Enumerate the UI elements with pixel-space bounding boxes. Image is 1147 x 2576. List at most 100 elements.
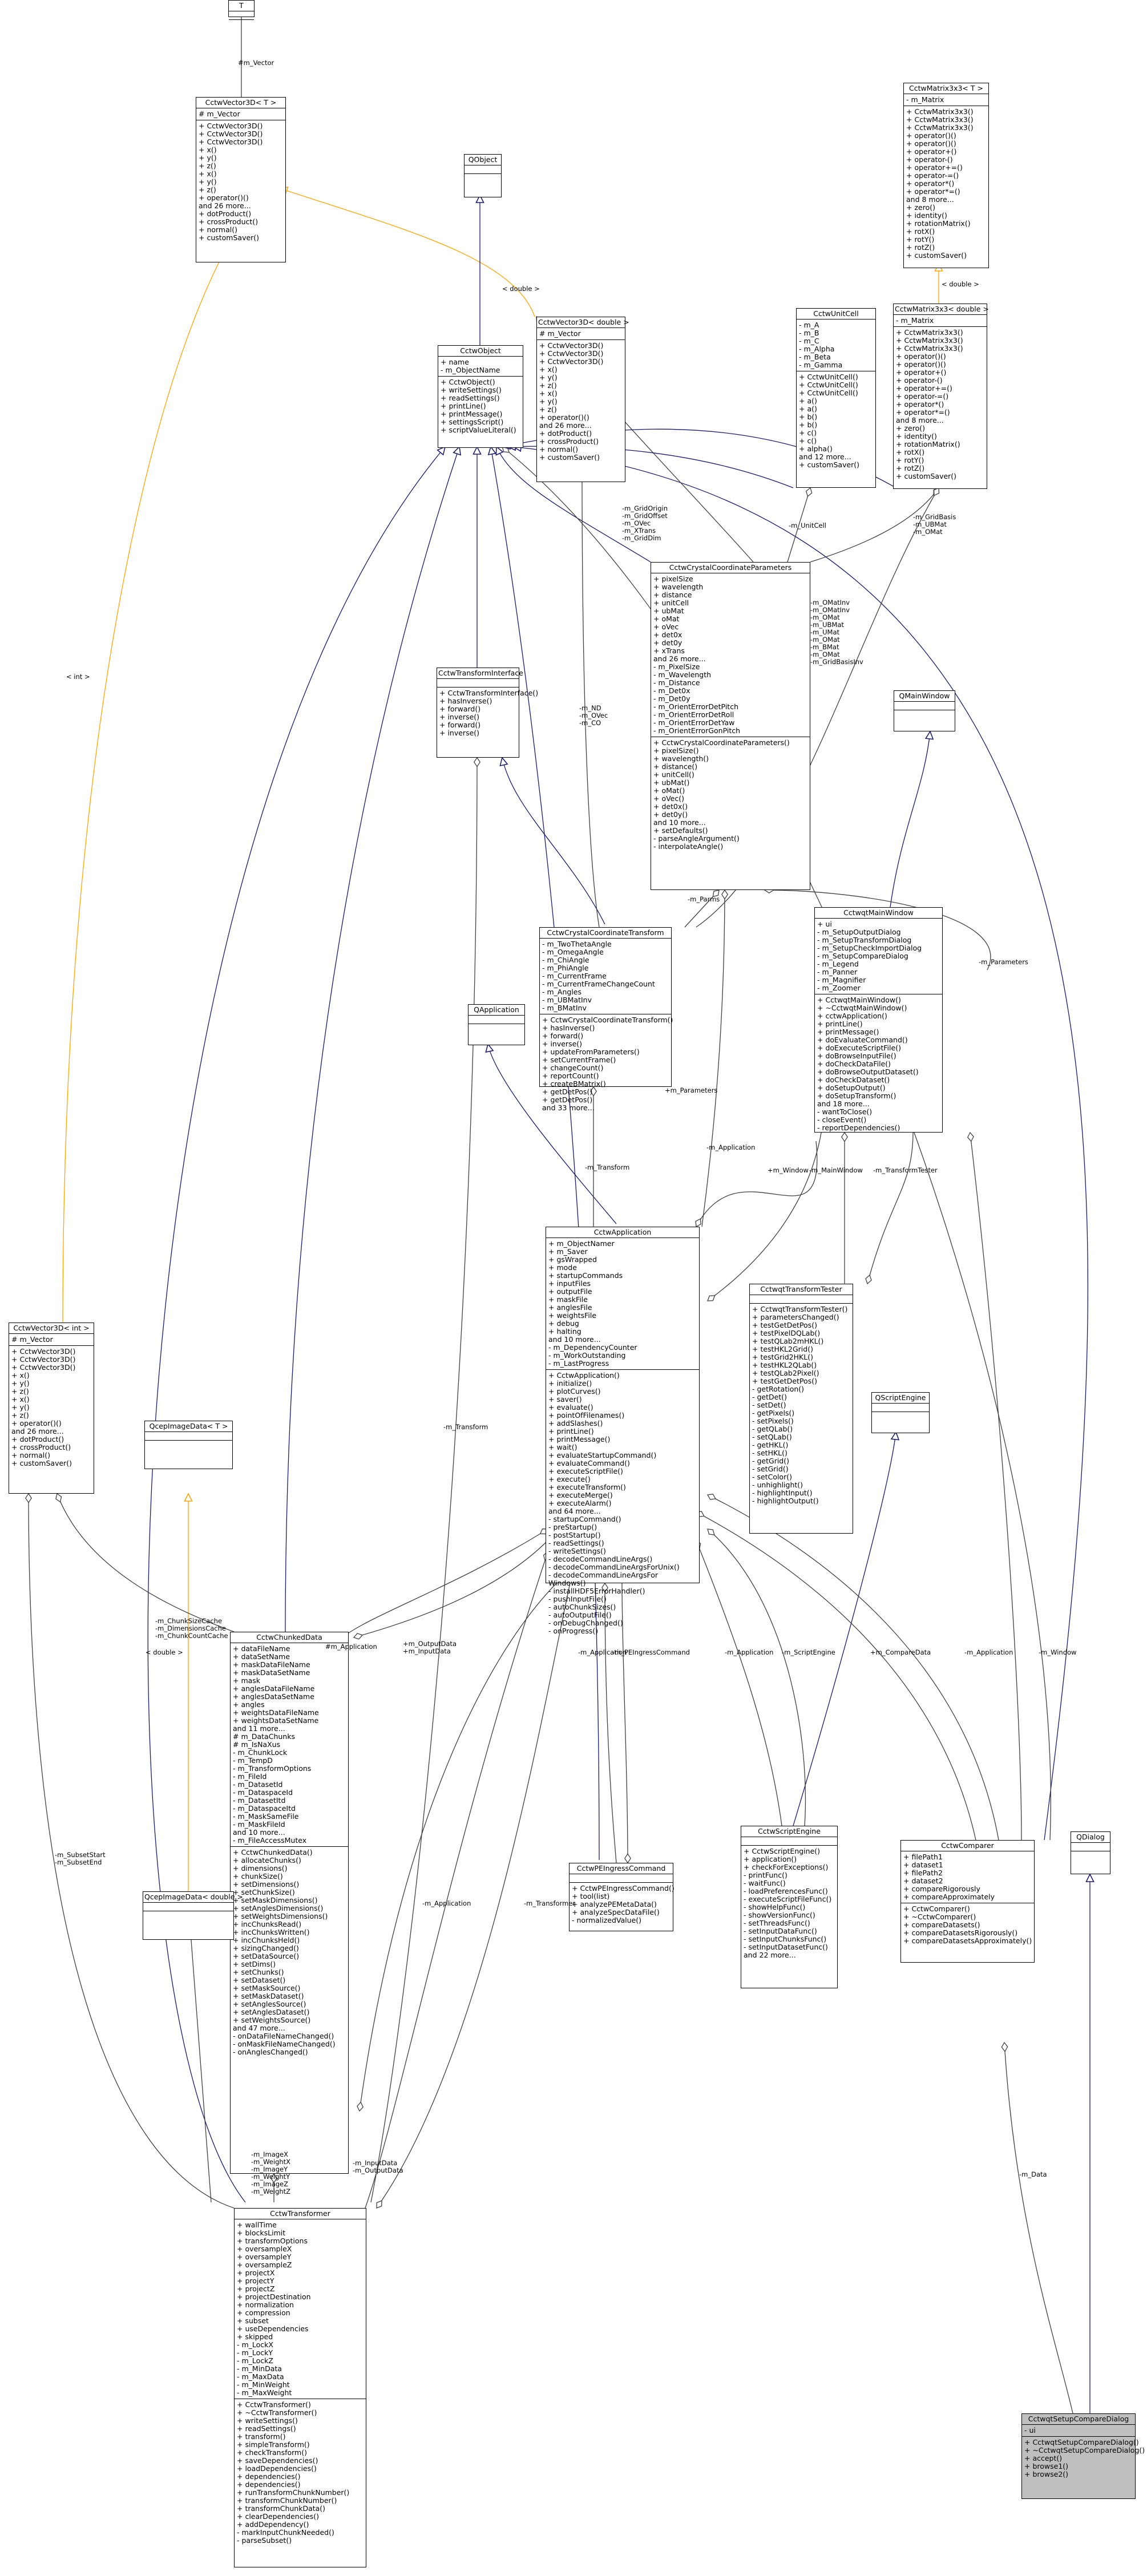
attribute: - m_C — [799, 337, 819, 345]
class-cctwqtmainwindow[interactable]: CctwqtMainWindow+ ui- m_SetupOutputDialo… — [814, 907, 943, 1133]
attribute: - m_LockZ — [237, 2356, 273, 2365]
class-attributes: # m_Vector — [196, 108, 285, 120]
method: + pointOfFilenames() — [548, 1411, 625, 1420]
class-name: QApplication — [474, 1005, 519, 1014]
attribute: - m_Alpha — [799, 345, 835, 353]
edge-chunked-to-cctwobject — [285, 447, 459, 1632]
method: + CctwVector3D() — [11, 1355, 76, 1364]
class-attributes: # m_Vector — [537, 327, 625, 339]
class-cctwvector3d-int[interactable]: CctwVector3D< int ># m_Vector+ CctwVecto… — [9, 1323, 94, 1494]
class-cctwscriptengine[interactable]: CctwScriptEngine+ CctwScriptEngine()+ ap… — [741, 1826, 838, 1988]
method: + customSaver() — [799, 460, 860, 469]
attribute: + compareRigorously — [903, 1885, 980, 1893]
method: + y() — [539, 373, 558, 382]
edge-label: +m_OutputData +m_InputData — [403, 1640, 457, 1655]
edge-comparer-to-dialog — [1001, 2041, 1073, 2414]
attribute: # m_Vector — [11, 1335, 53, 1344]
method: + CctwCrystalCoordinateTransform() — [542, 1016, 673, 1024]
class-qdialog[interactable]: QDialog — [1071, 1831, 1110, 1874]
method: - loadPreferencesFunc() — [744, 1887, 828, 1895]
class-cctwmatrix3x3-double[interactable]: CctwMatrix3x3< double >- m_Matrix+ CctwM… — [893, 304, 989, 489]
class-cctwvector3d-double[interactable]: CctwVector3D< double ># m_Vector+ CctwVe… — [536, 317, 629, 482]
class-qmainwindow[interactable]: QMainWindow — [894, 690, 955, 731]
method: + y() — [11, 1379, 30, 1388]
class-cctwvector3d-T[interactable]: CctwVector3D< T ># m_Vector+ CctwVector3… — [196, 97, 286, 262]
class-cctwpeingresscommand[interactable]: CctwPEIngressCommand+ CctwPEIngressComma… — [569, 1863, 675, 1931]
attribute: + weightsDataFileName — [233, 1708, 319, 1717]
class-name: CctwTransformInterface — [438, 669, 523, 677]
class-name: CctwCrystalCoordinateParameters — [669, 563, 792, 572]
method: + b() — [799, 420, 818, 429]
method: - wantToClose() — [817, 1107, 873, 1116]
method: + unitCell() — [653, 770, 694, 779]
attribute: - m_MaskSameFile — [233, 1812, 299, 1821]
class-cctwcrystalcoordinatetransform[interactable]: CctwCrystalCoordinateTransform- m_TwoThe… — [539, 927, 673, 1112]
attribute: - m_OmegaAngle — [542, 948, 604, 956]
edge-label: -m_Data — [1019, 2170, 1047, 2178]
method: + operator()() — [896, 360, 946, 369]
class-methods: + CctwTransformer()+ ~CctwTransformer()+… — [235, 2399, 366, 2546]
edge-label: -m_Application — [578, 1648, 627, 1656]
class-methods: + CctwMatrix3x3()+ CctwMatrix3x3()+ Cctw… — [904, 106, 988, 261]
method: + oMat() — [653, 786, 685, 795]
method: + testHKL2QLab() — [752, 1361, 817, 1369]
attribute: - m_ChiAngle — [542, 956, 589, 964]
class-qapplication[interactable]: QApplication — [468, 1004, 525, 1045]
attribute: - m_SetupTransformDialog — [817, 936, 912, 944]
class-attributes: + dataFileName+ dataSetName+ maskDataFil… — [231, 1643, 348, 1846]
method: + accept() — [1024, 2454, 1063, 2462]
class-name: QScriptEngine — [875, 1393, 926, 1402]
class-cctwchunkeddata[interactable]: CctwChunkedData+ dataFileName+ dataSetNa… — [230, 1632, 349, 2174]
class-attributes — [570, 1874, 673, 1882]
method: and 8 more... — [906, 195, 954, 204]
class-methods: + CctwVector3D()+ CctwVector3D()+ CctwVe… — [537, 339, 625, 463]
class-cctwqttransformtester[interactable]: CctwqtTransformTester+ CctwqtTransformTe… — [749, 1284, 853, 1534]
method: + alpha() — [799, 444, 833, 453]
method: + allocateChunks() — [233, 1856, 301, 1865]
attribute: - m_DataspaceId — [233, 1788, 293, 1797]
class-methods: + CctwUnitCell()+ CctwUnitCell()+ CctwUn… — [797, 371, 875, 471]
class-cctwcomparer[interactable]: CctwComparer+ filePath1+ dataset1+ fileP… — [900, 1840, 1035, 1963]
method: + customSaver() — [199, 233, 260, 242]
edge-application-to-qapplication — [488, 1044, 617, 1224]
attribute: + pixelSize — [653, 575, 693, 583]
method: + tool(list) — [572, 1892, 610, 1900]
method: and 8 more... — [896, 416, 944, 424]
edge-chunked-to-application — [353, 1540, 548, 1640]
class-cctwapplication[interactable]: CctwApplication+ m_ObjectNamer+ m_Saver+… — [546, 1227, 700, 1635]
class-cctwqtsetupcomparedialog[interactable]: CctwqtSetupCompareDialog- ui+ CctwqtSetu… — [1021, 2413, 1145, 2499]
class-cctwtransformer[interactable]: CctwTransformer+ wallTime+ blocksLimit+ … — [234, 2208, 366, 2567]
edge-comparer-to-cctwobject — [514, 447, 1088, 1841]
method: + transform() — [237, 2432, 286, 2441]
class-attributes: + wallTime+ blocksLimit+ transformOption… — [235, 2219, 366, 2399]
class-cctwobject[interactable]: CctwObject+ name- m_ObjectName+ CctwObje… — [438, 345, 523, 448]
attribute: + maskDataSetName — [233, 1668, 310, 1677]
attribute: - m_ObjectName — [441, 366, 500, 374]
method: + customSaver() — [906, 251, 967, 260]
method: + CctwMatrix3x3() — [906, 115, 974, 124]
attribute: - m_Angles — [542, 988, 581, 996]
class-qscriptengine[interactable]: QScriptEngine — [871, 1392, 930, 1433]
method: + operator+() — [906, 147, 957, 156]
class-qobject[interactable]: QObject — [464, 154, 502, 197]
attribute: + dataset1 — [903, 1861, 943, 1869]
method: + inverse() — [542, 1040, 583, 1048]
edge-label: #m_Vector — [238, 59, 274, 67]
class-cctwcrystalcoordinateparameters[interactable]: CctwCrystalCoordinateParameters + pixelSi… — [651, 562, 810, 890]
method: and 33 more... — [542, 1103, 595, 1112]
class-name: CctwqtMainWindow — [843, 908, 914, 917]
method: + readSettings() — [441, 394, 500, 402]
method: + clearDependencies() — [237, 2512, 319, 2521]
attribute: - m_MinWeight — [237, 2380, 290, 2389]
method: + setDataset() — [233, 1976, 286, 1984]
class-qcepimagedata-T[interactable]: QcepImageData< T > — [144, 1421, 233, 1469]
method: + simpleTransform() — [237, 2440, 310, 2449]
method: and 26 more... — [199, 201, 251, 210]
class-cctwmatrix3x3-T[interactable]: CctwMatrix3x3< T >- m_Matrix+ CctwMatrix… — [903, 83, 989, 268]
class-cctwtransforminterface[interactable]: CctwTransformInterface+ CctwTransformInt… — [437, 668, 538, 758]
class-name: QcepImageData< T > — [149, 1422, 228, 1430]
class-qcepimagedata-double[interactable]: QcepImageData< double > — [143, 1891, 243, 1940]
attribute: + compareApproximately — [903, 1892, 995, 1901]
class-T[interactable]: T — [228, 0, 255, 20]
class-cctwunitcell[interactable]: CctwUnitCell- m_A- m_B- m_C- m_Alpha- m_… — [796, 308, 876, 488]
